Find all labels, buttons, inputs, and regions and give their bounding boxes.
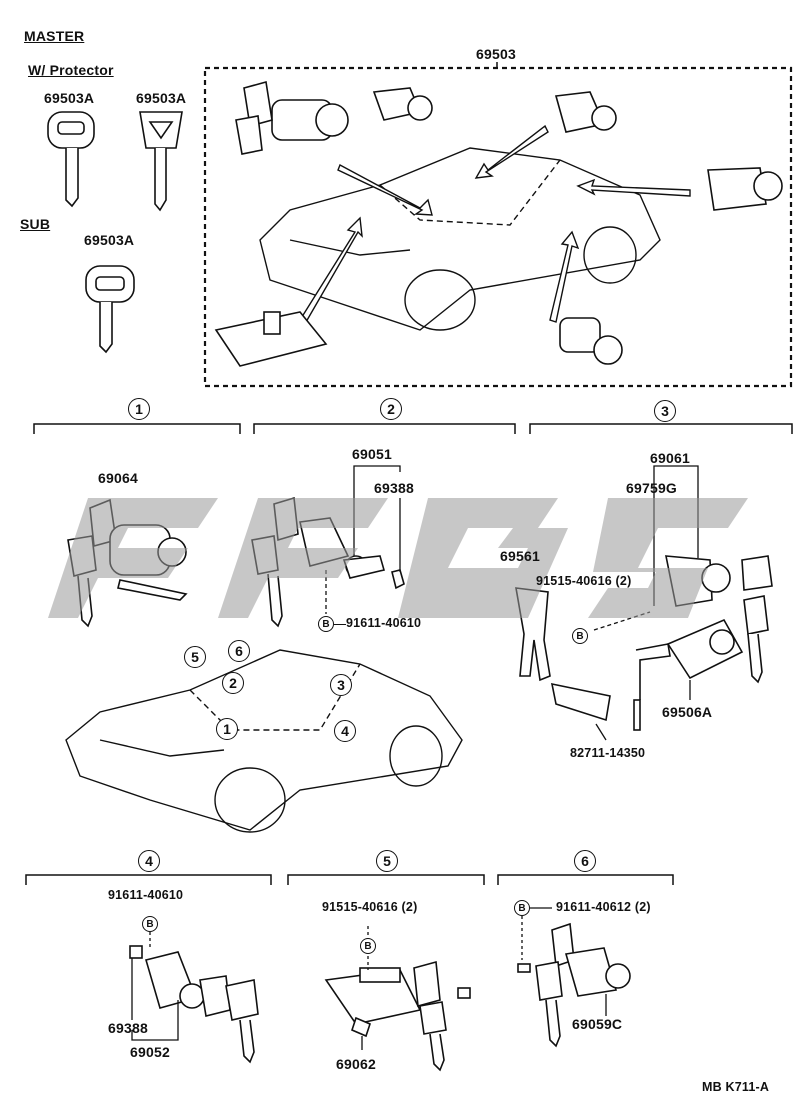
part-69052-label: 69052: [130, 1044, 170, 1060]
part-69059c-label: 69059C: [572, 1016, 623, 1032]
car-callout-3: 3: [330, 674, 352, 696]
part-69388-label: 69388: [374, 480, 414, 496]
protector-heading: W/ Protector: [28, 62, 114, 78]
section-6-marker: 6: [574, 850, 596, 872]
part-91515-40616-label: 91515-40616 (2): [536, 574, 632, 588]
watermark-logo: [48, 498, 748, 618]
section-4-marker: 4: [138, 850, 160, 872]
car-callout-4: 4: [334, 720, 356, 742]
bolt-b-marker: B: [514, 900, 530, 916]
car-callout-1: 1: [216, 718, 238, 740]
car-callout-6: 6: [228, 640, 250, 662]
master-key-b-label: 69503A: [136, 90, 187, 106]
bolt-b-marker: B: [572, 628, 588, 644]
section-2-marker: 2: [380, 398, 402, 420]
assembly-label: 69503: [476, 46, 516, 62]
master-key-a-label: 69503A: [44, 90, 95, 106]
part-69062-label: 69062: [336, 1056, 376, 1072]
bolt-b-marker: B: [318, 616, 334, 632]
part-69064-label: 69064: [98, 470, 138, 486]
part-82711-14350-label: 82711-14350: [570, 746, 646, 760]
section-1-marker: 1: [128, 398, 150, 420]
part-91611-40610-label: 91611-40610: [346, 616, 422, 630]
bolt-b-marker: B: [360, 938, 376, 954]
part-91611-40610-label: 91611-40610: [108, 888, 184, 902]
sub-key-label: 69503A: [84, 232, 135, 248]
diagram-code: MB K711-A: [702, 1080, 770, 1094]
part-69061-label: 69061: [650, 450, 690, 466]
part-69506a-label: 69506A: [662, 704, 713, 720]
part-69051-label: 69051: [352, 446, 392, 462]
section-5-marker: 5: [376, 850, 398, 872]
part-69388-label: 69388: [108, 1020, 148, 1036]
section-3-marker: 3: [654, 400, 676, 422]
car-callout-5: 5: [184, 646, 206, 668]
part-91611-40612-label: 91611-40612 (2): [556, 900, 651, 914]
part-69759g-label: 69759G: [626, 480, 678, 496]
part-69561-label: 69561: [500, 548, 540, 564]
car-callout-2: 2: [222, 672, 244, 694]
master-heading: MASTER: [24, 28, 85, 44]
sub-heading: SUB: [20, 216, 51, 232]
bolt-b-marker: B: [142, 916, 158, 932]
part-91515-40616-label: 91515-40616 (2): [322, 900, 418, 914]
leader-line: [334, 624, 346, 625]
